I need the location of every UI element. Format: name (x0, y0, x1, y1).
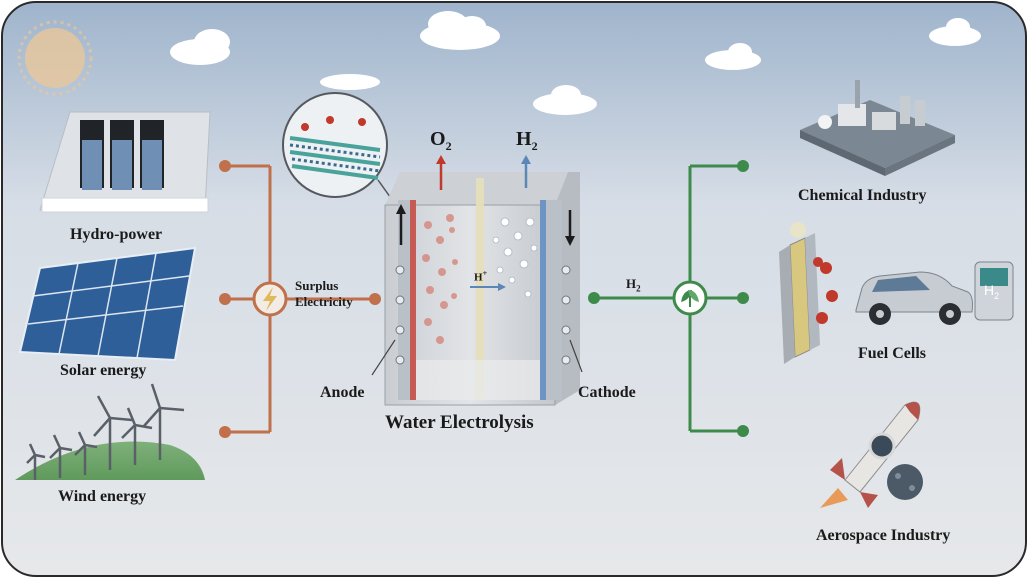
wind-energy-label: Wind energy (58, 488, 147, 505)
car-icon (855, 261, 1014, 325)
cathode-label: Cathode (578, 384, 636, 401)
hydrogen-label: H2 (516, 128, 538, 154)
output-connectors (594, 164, 740, 433)
cloud-icon (929, 18, 981, 46)
charger-h2-sign: H2 (984, 282, 999, 301)
output-h2-subscript: 2 (636, 283, 641, 294)
rocket-icon (820, 401, 923, 508)
oxygen-subscript: 2 (445, 139, 452, 153)
sun-icon (17, 20, 93, 96)
surplus-line2: Electricity (295, 294, 353, 309)
leaf-icon (672, 280, 708, 316)
cloud-icon (320, 74, 380, 90)
proton-label: H+ (474, 269, 487, 284)
water-electrolysis-title: Water Electrolysis (385, 412, 534, 433)
feed-nodes (219, 160, 381, 438)
catalyst-zoom-icon (282, 92, 399, 209)
cloud-icons (170, 11, 981, 115)
oxygen-symbol: O (430, 128, 446, 150)
chemical-industry-label: Chemical Industry (798, 187, 927, 204)
cloud-icon (705, 43, 761, 70)
output-nodes (588, 160, 749, 437)
surplus-line1: Surplus (295, 278, 339, 293)
output-h2-label: H2 (626, 276, 641, 294)
solar-panel-icon (18, 246, 197, 362)
hydro-dam-icon (39, 111, 211, 213)
cloud-icon (170, 29, 230, 65)
fuel-cell-icon (779, 222, 838, 364)
proton-symbol: H (474, 271, 483, 284)
surplus-electricity-label: Surplus Electricity (295, 278, 353, 310)
solar-energy-label: Solar energy (60, 362, 147, 379)
charger-h2-symbol: H (984, 282, 995, 298)
electrolysis-cell (371, 155, 583, 406)
output-h2-symbol: H (626, 276, 637, 291)
hydrogen-subscript: 2 (531, 139, 538, 153)
feed-connectors (225, 164, 372, 434)
aerospace-industry-label: Aerospace Industry (816, 527, 951, 544)
cloud-icon (420, 11, 500, 50)
lightning-icon (252, 281, 288, 317)
anode-label: Anode (320, 384, 365, 401)
fuel-cells-label: Fuel Cells (858, 345, 926, 362)
cloud-icon (533, 85, 597, 115)
wind-turbines-icon (15, 383, 205, 480)
hydro-power-label: Hydro-power (70, 226, 163, 243)
hydrogen-symbol: H (516, 128, 532, 150)
charger-h2-subscript: 2 (994, 290, 1000, 301)
proton-superscript: + (482, 269, 488, 278)
oxygen-label: O2 (430, 128, 452, 154)
chemical-plant-icon (800, 80, 955, 176)
